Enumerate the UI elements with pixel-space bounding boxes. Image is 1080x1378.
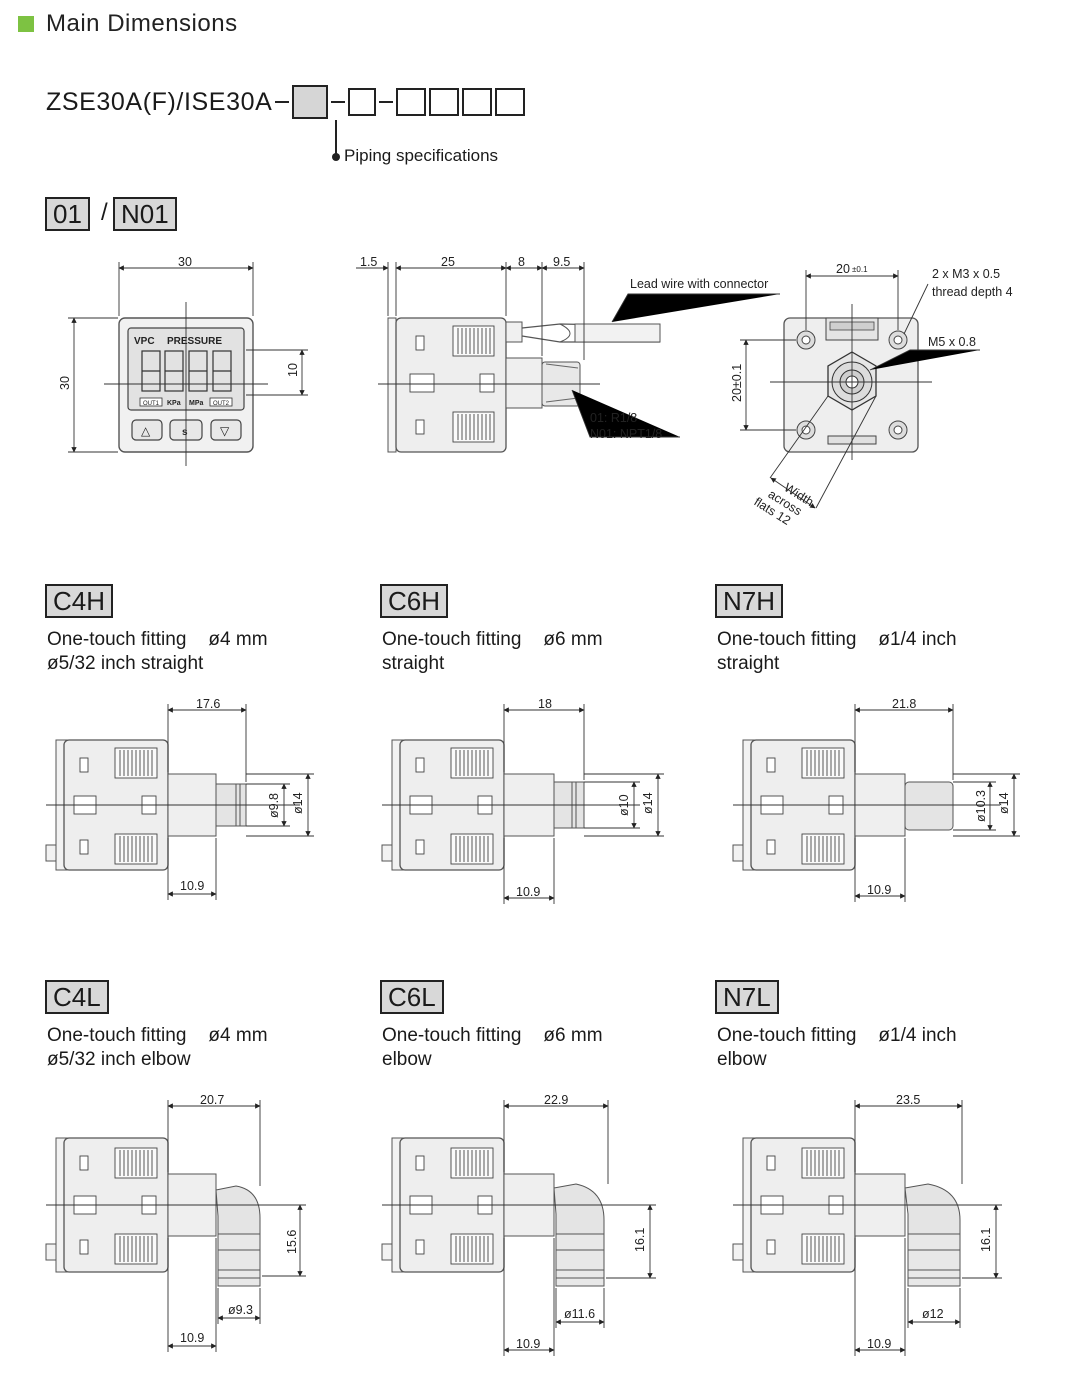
dim-c6h-out: ø14 — [641, 792, 655, 814]
out2-label: OUT2 — [213, 401, 230, 407]
m5-label: M5 x 0.8 — [928, 335, 976, 349]
dim-rear-top: 20 — [836, 262, 850, 276]
drawing-c6h: 18 10.9 ø10 ø14 — [381, 697, 664, 904]
code-box — [348, 88, 377, 116]
drawing-c6l: 22.9 10.9 ø11.6 16.1 — [381, 1093, 656, 1356]
dim-width: 30 — [178, 255, 192, 269]
out1-label: OUT1 — [143, 401, 160, 407]
dim-rear-side: 20±0.1 — [730, 364, 744, 402]
down-button-icon: △ — [141, 424, 151, 438]
section-title: Main Dimensions — [46, 10, 238, 37]
code-box — [462, 88, 493, 116]
brand-text: VPC — [134, 336, 155, 347]
front-view: VPC PRESSURE OUT1 KPa MPa OUT2 △ s ▽ — [58, 255, 308, 466]
thread-01-label: 01: R1/8 — [590, 411, 637, 425]
dim-side-a: 1.5 — [360, 255, 377, 269]
dim-c6h-in: ø10 — [617, 794, 631, 816]
dim-c6h-len: 18 — [538, 697, 552, 711]
tag-c6l: C6L — [380, 980, 444, 1014]
dim-c4h-out: ø14 — [291, 792, 305, 814]
code-box — [495, 88, 526, 116]
straight-fittings: 17.6 10.9 ø9.8 ø14 18 10.9 ø10 ø14 — [45, 697, 1020, 904]
lead-wire-label: Lead wire with connector — [630, 277, 768, 291]
thread-n01-label: N01: NPT1/8 — [590, 427, 662, 441]
dim-n7l-len: 23.5 — [896, 1093, 920, 1107]
dim-display: 10 — [286, 363, 300, 377]
tag-n7l: N7L — [715, 980, 779, 1014]
dim-c6l-dia: ø11.6 — [564, 1307, 595, 1321]
dim-c4h-len: 17.6 — [196, 697, 220, 711]
dim-side-b: 25 — [441, 255, 455, 269]
m3-label-1: 2 x M3 x 0.5 — [932, 267, 1000, 281]
up-button-icon: ▽ — [220, 424, 230, 438]
heading-marker-icon — [18, 16, 34, 32]
tag-n01: N01 — [113, 197, 177, 231]
tag-c4l: C4L — [45, 980, 109, 1014]
dim-c6l-height: 16.1 — [633, 1228, 647, 1252]
dim-n7h-len: 21.8 — [892, 697, 916, 711]
model-prefix: ZSE30A(F)/ISE30A — [46, 87, 273, 116]
code-box — [396, 88, 427, 116]
rear-view: 20 ±0.1 20±0.1 2 x M3 x 0.5 thread depth… — [730, 262, 1013, 528]
model-code: ZSE30A(F)/ISE30A — [46, 84, 526, 120]
dim-c6h-base: 10.9 — [516, 885, 540, 899]
piping-leader — [332, 120, 340, 161]
set-button-icon: s — [182, 427, 188, 438]
m3-label-2: thread depth 4 — [932, 285, 1013, 299]
dim-c4l-height: 15.6 — [285, 1230, 299, 1254]
dim-c4l-dia: ø9.3 — [228, 1303, 253, 1317]
dim-height: 30 — [58, 376, 72, 390]
dim-c4l-base: 10.9 — [180, 1331, 204, 1345]
mpa-label: MPa — [189, 400, 204, 407]
top-drawings: VPC PRESSURE OUT1 KPa MPa OUT2 △ s ▽ — [58, 255, 1013, 528]
side-view: 1.5 25 8 9.5 Lead wire with connector 01… — [356, 255, 780, 453]
dim-side-d: 9.5 — [553, 255, 570, 269]
tag-n7h: N7H — [715, 584, 784, 618]
tag-separator: / — [101, 199, 108, 226]
dim-c6l-len: 22.9 — [544, 1093, 568, 1107]
drawing-c4h: 17.6 10.9 ø9.8 ø14 — [45, 697, 314, 900]
dim-rear-top-tol: ±0.1 — [852, 265, 868, 274]
piping-code-box — [292, 85, 329, 119]
dim-n7l-height: 16.1 — [979, 1228, 993, 1252]
dim-n7h-in: ø10.3 — [974, 790, 988, 822]
dim-side-c: 8 — [518, 255, 525, 269]
drawing-n7h: 21.8 10.9 ø10.3 ø14 — [732, 697, 1020, 902]
kpa-label: KPa — [167, 400, 181, 407]
dim-c6l-base: 10.9 — [516, 1337, 540, 1351]
piping-label: Piping specifications — [344, 146, 499, 165]
tag-01: 01 — [45, 197, 90, 231]
display-title: PRESSURE — [167, 336, 222, 347]
dim-n7l-dia: ø12 — [922, 1307, 944, 1321]
elbow-fittings: 20.7 10.9 ø9.3 15.6 22.9 10.9 ø11.6 16.1 — [45, 1093, 1002, 1356]
dim-c4l-len: 20.7 — [200, 1093, 224, 1107]
dim-c4h-in: ø9.8 — [267, 793, 281, 818]
dim-n7h-out: ø14 — [997, 792, 1011, 814]
section-heading: Main Dimensions — [18, 8, 238, 40]
tag-c4h: C4H — [45, 584, 114, 618]
dim-n7l-base: 10.9 — [867, 1337, 891, 1351]
dim-c4h-base: 10.9 — [180, 879, 204, 893]
code-box — [429, 88, 460, 116]
tag-c6h: C6H — [380, 584, 449, 618]
drawing-c4l: 20.7 10.9 ø9.3 15.6 — [45, 1093, 306, 1352]
drawing-n7l: 23.5 10.9 ø12 16.1 — [732, 1093, 1002, 1356]
dim-n7h-base: 10.9 — [867, 883, 891, 897]
